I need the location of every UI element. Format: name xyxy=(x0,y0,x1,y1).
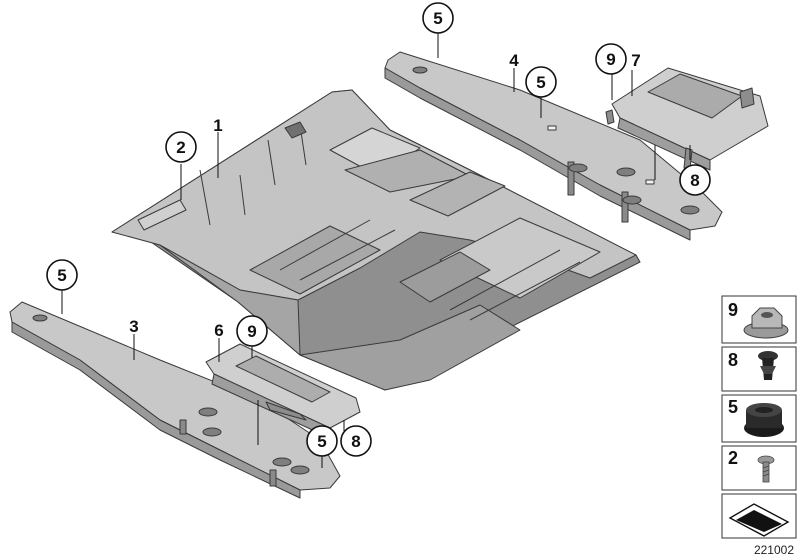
callout-label: 5 xyxy=(433,9,442,28)
callout-3: 3 xyxy=(129,317,138,336)
callout-7: 7 xyxy=(631,51,640,70)
callout-5-bottom: 5 xyxy=(306,425,338,457)
callout-9-bottom: 9 xyxy=(236,315,268,347)
callout-label: 5 xyxy=(536,73,545,92)
callout-1: 1 xyxy=(213,116,222,135)
legend-label: 8 xyxy=(728,350,738,370)
callout-label: 4 xyxy=(509,51,519,70)
floor-trim-panel-part-1 xyxy=(111,89,641,391)
legend-item-shim xyxy=(721,493,797,539)
callout-label: 5 xyxy=(317,432,326,451)
legend-item-9: 9 xyxy=(721,295,797,344)
screw-icon xyxy=(757,455,775,483)
legend-item-5: 5 xyxy=(721,394,797,443)
callout-9-right: 9 xyxy=(595,43,627,75)
callout-5-left: 5 xyxy=(46,259,78,291)
callout-4: 4 xyxy=(509,51,519,70)
nut-icon xyxy=(743,307,789,339)
callout-8-bottom: 8 xyxy=(340,425,372,457)
legend-label: 9 xyxy=(728,300,738,320)
callout-label: 5 xyxy=(57,266,66,285)
fastener-legend: 9 8 5 xyxy=(721,295,797,539)
callout-label: 8 xyxy=(351,432,360,451)
rear-rail-part-4 xyxy=(384,51,723,241)
callout-label: 9 xyxy=(247,322,256,341)
callout-2: 2 xyxy=(165,131,197,163)
rubber-plug-icon xyxy=(744,403,784,437)
callout-label: 8 xyxy=(690,171,699,190)
leader-lines xyxy=(61,30,691,468)
callout-5-top: 5 xyxy=(422,2,454,34)
tray-part-7 xyxy=(605,67,769,171)
callout-6: 6 xyxy=(214,321,223,340)
callout-8-right: 8 xyxy=(679,164,711,196)
callout-label: 9 xyxy=(606,50,615,69)
callout-label: 6 xyxy=(214,321,223,340)
legend-label: 5 xyxy=(728,397,738,417)
callout-label: 1 xyxy=(213,116,222,135)
callout-label: 3 xyxy=(129,317,138,336)
callout-label: 2 xyxy=(176,138,185,157)
side-tray-part-6 xyxy=(205,343,361,439)
legend-item-8: 8 xyxy=(721,346,797,392)
shim-icon xyxy=(728,503,790,537)
callout-5-rail: 5 xyxy=(525,66,557,98)
legend-label: 2 xyxy=(728,448,738,468)
callouts: 1 2 3 4 5 5 5 5 6 7 xyxy=(46,2,711,457)
legend-item-2: 2 xyxy=(721,445,797,491)
expanding-rivet-icon xyxy=(758,351,778,380)
callout-label: 7 xyxy=(631,51,640,70)
diagram-reference-number: 221002 xyxy=(754,543,794,557)
